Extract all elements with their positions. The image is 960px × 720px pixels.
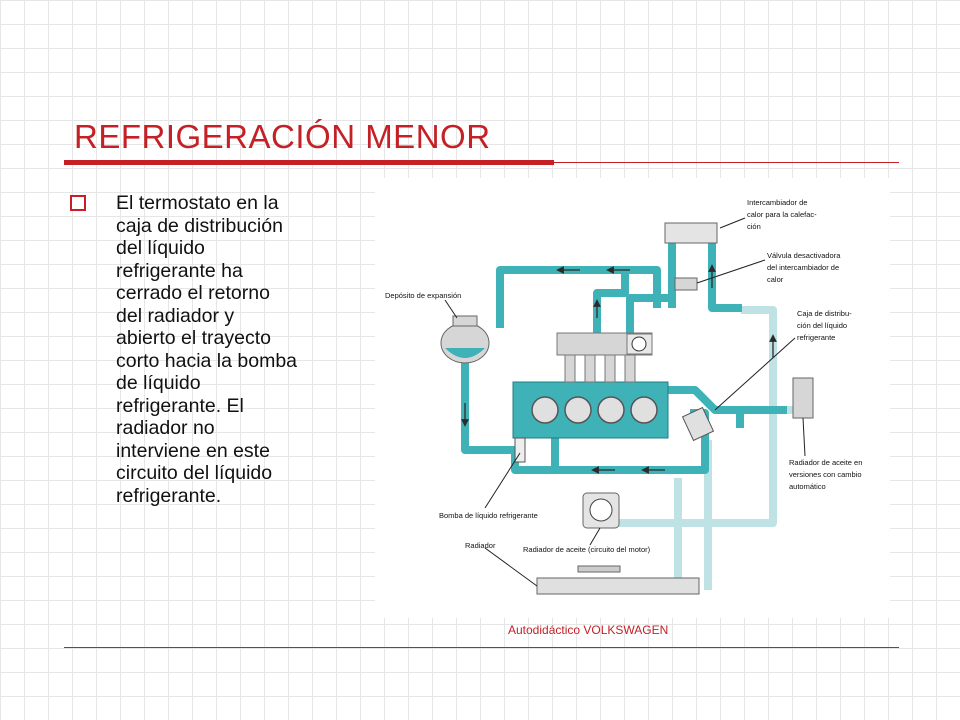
coolant-distribution-box: [681, 406, 715, 442]
oil-radiator-engine-disc: [589, 498, 613, 522]
label-distribution-box: Caja de distribu-: [797, 309, 852, 318]
heater-exchanger: [664, 222, 718, 244]
pipe-expansion-down: [461, 358, 515, 454]
pipe-oil-radiator-loop: [613, 306, 777, 527]
label-distribution-box: refrigerante: [797, 333, 835, 342]
intake-runners: [564, 354, 636, 383]
label-radiator: Radiador: [465, 541, 496, 550]
label-oil-radiator-auto: Radiador de aceite en: [789, 458, 862, 467]
cylinder: [564, 396, 592, 424]
label-oil-radiator-engine: Radiador de aceite (circuito del motor): [523, 545, 651, 554]
pipe-heater-right: [708, 228, 742, 312]
oil-radiator-auto: [792, 377, 814, 419]
label-heater-valve: Válvula desactivadora: [767, 251, 841, 260]
pipe-top-box: [593, 270, 629, 343]
water-pump: [514, 437, 526, 463]
flow-arrows: [461, 264, 777, 474]
label-heater-exchanger: ción: [747, 222, 761, 231]
cooling-circuit-svg: Intercambiador de calor para la calefac-…: [385, 198, 862, 595]
label-heater-exchanger: Intercambiador de: [747, 198, 807, 207]
label-oil-radiator-auto: versiones con cambio: [789, 470, 862, 479]
slide-title: REFRIGERACIÓN MENOR: [74, 118, 491, 155]
title-rule-thin: [554, 162, 899, 163]
leader-lines: [444, 217, 806, 587]
expansion-tank-level: [445, 348, 485, 358]
expansion-tank-cap: [452, 315, 478, 327]
radiator: [536, 577, 700, 595]
label-heater-exchanger: calor para la calefac-: [747, 210, 817, 219]
label-expansion-tank: Depósito de expansión: [385, 291, 461, 300]
cylinder: [531, 396, 559, 424]
footer-rule: [64, 647, 899, 648]
cylinder: [630, 396, 658, 424]
gauge-icon: [631, 336, 647, 352]
label-oil-radiator-auto: automático: [789, 482, 826, 491]
title-rule-thick: [64, 160, 554, 165]
cylinder: [597, 396, 625, 424]
bullet-square-icon: [70, 195, 86, 211]
label-water-pump: Bomba de líquido refrigerante: [439, 511, 538, 520]
label-heater-valve: del intercambiador de: [767, 263, 839, 272]
radiator-cap: [577, 565, 621, 573]
pipe-upper-right: [626, 294, 675, 343]
bullet-text: El termostato en la caja de distribución…: [116, 192, 298, 507]
label-heater-valve: calor: [767, 275, 784, 284]
bullet-item: El termostato en la caja de distribución…: [70, 192, 366, 507]
cooling-diagram: Intercambiador de calor para la calefac-…: [375, 178, 890, 618]
engine-cylinders: [531, 396, 658, 424]
heater-valve: [674, 277, 698, 291]
source-caption: Autodidáctico VOLKSWAGEN: [508, 623, 669, 637]
label-distribution-box: ción del líquido: [797, 321, 847, 330]
